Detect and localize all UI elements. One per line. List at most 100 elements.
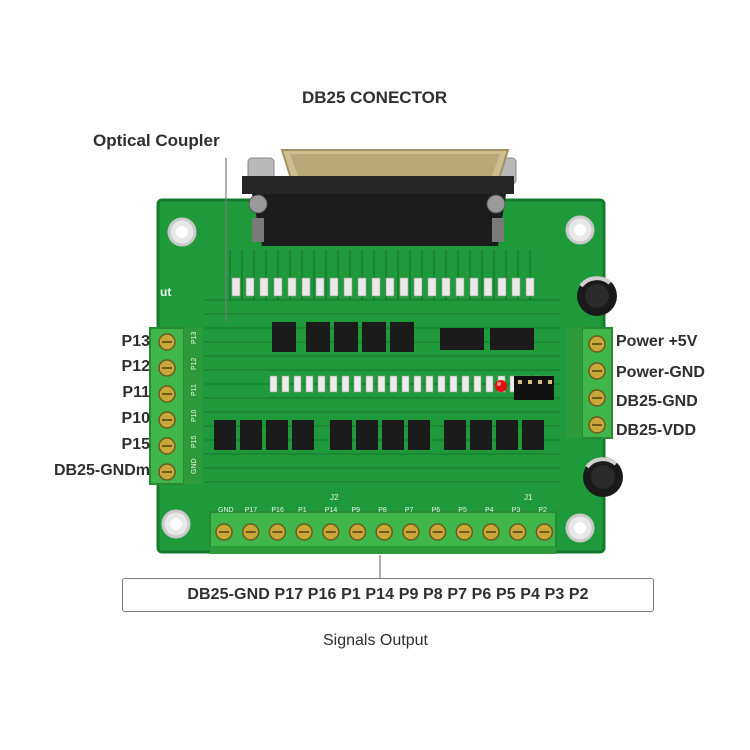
db25-connector-title: DB25 CONECTOR bbox=[302, 88, 448, 107]
optocoupler bbox=[408, 420, 430, 450]
resistor bbox=[441, 277, 451, 297]
resistor bbox=[449, 375, 458, 393]
silkscreen-edge-text: ut bbox=[160, 285, 171, 299]
led-indicator bbox=[495, 380, 507, 392]
resistor bbox=[357, 277, 367, 297]
resistor bbox=[437, 375, 446, 393]
silkscreen-side-pin: P12 bbox=[191, 357, 198, 370]
resistor bbox=[245, 277, 255, 297]
left-pin-label: P15 bbox=[121, 436, 150, 453]
resistor bbox=[293, 375, 302, 393]
optocoupler bbox=[272, 322, 296, 352]
left-pin-label: P13 bbox=[121, 333, 150, 350]
resistor bbox=[473, 375, 482, 393]
resistor bbox=[525, 277, 535, 297]
silkscreen-j2: J2 bbox=[330, 493, 339, 502]
resistor bbox=[273, 277, 283, 297]
left-terminal-block bbox=[149, 327, 202, 485]
silkscreen-bottom-pin: P9 bbox=[352, 507, 361, 514]
silkscreen-bottom-pin: GND bbox=[218, 507, 234, 514]
silkscreen-side-pin: P15 bbox=[191, 435, 198, 448]
resistor bbox=[455, 277, 465, 297]
resistor bbox=[317, 375, 326, 393]
left-pin-label: P12 bbox=[121, 358, 150, 375]
optocoupler bbox=[470, 420, 492, 450]
right-pin-label: Power +5V bbox=[616, 333, 698, 350]
ic-chip bbox=[490, 328, 534, 350]
jumper-header bbox=[514, 376, 554, 400]
terminal-screws bbox=[158, 333, 606, 541]
resistor bbox=[281, 375, 290, 393]
ic-chip bbox=[440, 328, 484, 350]
optocoupler bbox=[444, 420, 466, 450]
resistor bbox=[461, 375, 470, 393]
resistor bbox=[301, 277, 311, 297]
left-pin-label: P10 bbox=[121, 410, 150, 427]
left-pin-label: DB25-GNDm bbox=[53, 462, 150, 479]
silkscreen-side-pin: P11 bbox=[191, 384, 198, 396]
silkscreen-side-pin: P13 bbox=[191, 331, 198, 344]
optocoupler-chips bbox=[214, 322, 544, 450]
silkscreen-j1: J1 bbox=[524, 493, 533, 502]
resistor bbox=[315, 277, 325, 297]
resistor bbox=[425, 375, 434, 393]
optical-coupler-label: Optical Coupler bbox=[93, 131, 220, 150]
resistor bbox=[401, 375, 410, 393]
right-pin-label: DB25-GND bbox=[616, 393, 698, 410]
optocoupler bbox=[362, 322, 386, 352]
silkscreen-bottom-pin: P4 bbox=[485, 507, 494, 514]
silkscreen-bottom-pin: P8 bbox=[378, 507, 387, 514]
resistor bbox=[485, 375, 494, 393]
optocoupler bbox=[334, 322, 358, 352]
resistor bbox=[259, 277, 269, 297]
resistor bbox=[483, 277, 493, 297]
pcb-board: J1 J2 ut GND P17 P16 P1 P14 P9 P8 P7 P6 P5 P4 P3 P2 P… bbox=[149, 149, 623, 578]
db25-connector bbox=[242, 149, 517, 246]
silkscreen-bottom-pin: P1 bbox=[298, 507, 307, 514]
silkscreen-bottom-pin: P3 bbox=[512, 507, 521, 514]
resistor bbox=[231, 277, 241, 297]
resistor bbox=[269, 375, 278, 393]
silkscreen-bottom-pin: P5 bbox=[458, 507, 467, 514]
resistor bbox=[287, 277, 297, 297]
capacitor-top bbox=[577, 276, 617, 316]
optocoupler bbox=[330, 420, 352, 450]
signals-pin-strip: DB25-GND P17 P16 P1 P14 P9 P8 P7 P6 P5 P… bbox=[122, 578, 654, 612]
resistor bbox=[305, 375, 314, 393]
silkscreen-bottom-pin: P14 bbox=[325, 507, 338, 514]
silkscreen-side-pin: P10 bbox=[191, 409, 198, 422]
signals-pin-strip-text: DB25-GND P17 P16 P1 P14 P9 P8 P7 P6 P5 P… bbox=[187, 586, 589, 603]
capacitor-bottom bbox=[583, 457, 623, 497]
resistor bbox=[341, 375, 350, 393]
resistor bbox=[385, 277, 395, 297]
resistor bbox=[353, 375, 362, 393]
left-pin-label: P11 bbox=[122, 384, 150, 401]
resistor bbox=[413, 277, 423, 297]
optocoupler bbox=[292, 420, 314, 450]
optocoupler bbox=[356, 420, 378, 450]
resistor bbox=[377, 375, 386, 393]
resistor bbox=[329, 277, 339, 297]
resistor bbox=[389, 375, 398, 393]
silkscreen-bottom-pin: P6 bbox=[432, 507, 441, 514]
resistor bbox=[399, 277, 409, 297]
silkscreen-bottom-pin: P17 bbox=[245, 507, 258, 514]
right-pin-label: Power-GND bbox=[616, 364, 705, 381]
optocoupler bbox=[214, 420, 236, 450]
silkscreen-bottom-pin: P16 bbox=[271, 507, 284, 514]
resistor bbox=[497, 277, 507, 297]
resistor bbox=[343, 277, 353, 297]
silkscreen-side-pin: GND bbox=[191, 458, 198, 474]
optocoupler bbox=[240, 420, 262, 450]
right-pin-label: DB25-VDD bbox=[616, 422, 697, 439]
resistor bbox=[427, 277, 437, 297]
resistor bbox=[371, 277, 381, 297]
silkscreen-text: J1 J2 ut GND P17 P16 P1 P14 P9 P8 P7 P6 P5 P4 P3 P2 P… bbox=[160, 285, 547, 514]
optocoupler bbox=[382, 420, 404, 450]
silkscreen-bottom-pin: P7 bbox=[405, 507, 414, 514]
mounting-holes bbox=[161, 215, 595, 543]
resistor bbox=[329, 375, 338, 393]
silkscreen-bottom-pin: P2 bbox=[538, 507, 547, 514]
resistor bbox=[511, 277, 521, 297]
optocoupler bbox=[390, 322, 414, 352]
